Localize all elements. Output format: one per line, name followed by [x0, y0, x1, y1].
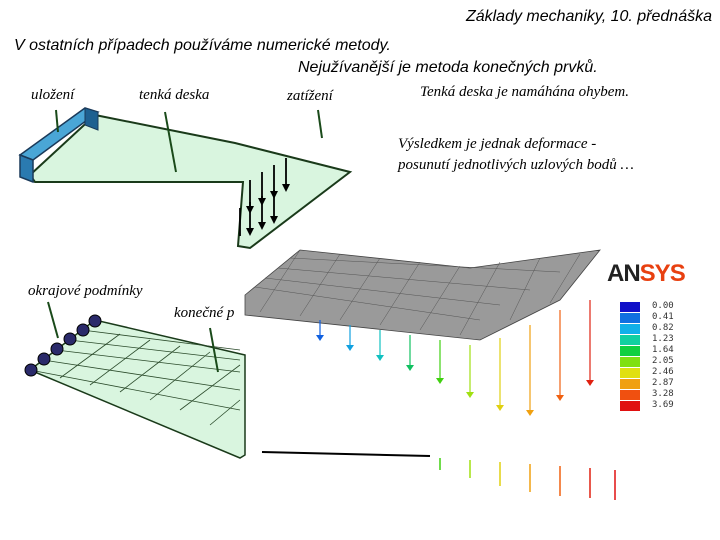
- legend-value: 0.00: [652, 301, 674, 311]
- legend-value: 3.28: [652, 389, 674, 399]
- undeformed-mesh: [245, 250, 600, 340]
- label-zatizeni: zatížení: [287, 88, 333, 105]
- support-beam-side: [20, 155, 33, 182]
- legend-swatch: [620, 324, 640, 334]
- label-konecne-prvky: konečné p: [174, 305, 234, 322]
- ansys-logo-sys: SYS: [640, 260, 685, 287]
- mesh-model: [25, 302, 245, 458]
- plate-model-top: [20, 108, 350, 248]
- side-view-beam: [262, 452, 430, 456]
- label-namahana: Tenká deska je namáhána ohybem.: [420, 84, 629, 101]
- pointer-zatizeni: [318, 110, 322, 138]
- legend-swatch: [620, 357, 640, 367]
- legend-swatch: [620, 335, 640, 345]
- legend-value: 1.23: [652, 334, 674, 344]
- ansys-logo: ANSYS: [607, 260, 685, 288]
- legend-value: 0.41: [652, 312, 674, 322]
- ansys-result: [245, 250, 615, 500]
- legend-row: 3.69: [620, 401, 720, 412]
- legend-swatch: [620, 379, 640, 389]
- legend-value: 1.64: [652, 345, 674, 355]
- legend-swatch: [620, 368, 640, 378]
- legend-swatch: [620, 390, 640, 400]
- label-vysledek-line-2: posunutí jednotlivých uzlových bodů …: [398, 157, 634, 174]
- pointer-okrajove: [48, 302, 58, 338]
- ansys-logo-an: AN: [607, 260, 640, 287]
- label-okrajove-podminky: okrajové podmínky: [28, 283, 143, 300]
- legend-value: 0.82: [652, 323, 674, 333]
- legend-value: 3.69: [652, 400, 674, 410]
- legend-swatch: [620, 346, 640, 356]
- legend-swatch: [620, 401, 640, 411]
- legend-swatch: [620, 302, 640, 312]
- label-ulozeni: uložení: [31, 87, 74, 104]
- side-view-arrows: [440, 458, 615, 500]
- legend-value: 2.05: [652, 356, 674, 366]
- l-shaped-plate: [30, 115, 350, 248]
- legend-swatch: [620, 313, 640, 323]
- legend-value: 2.46: [652, 367, 674, 377]
- displacement-tips: [316, 335, 594, 416]
- legend-value: 2.87: [652, 378, 674, 388]
- label-tenka-deska: tenká deska: [139, 87, 209, 104]
- label-vysledek-line-1: Výsledkem je jednak deformace -: [398, 136, 596, 153]
